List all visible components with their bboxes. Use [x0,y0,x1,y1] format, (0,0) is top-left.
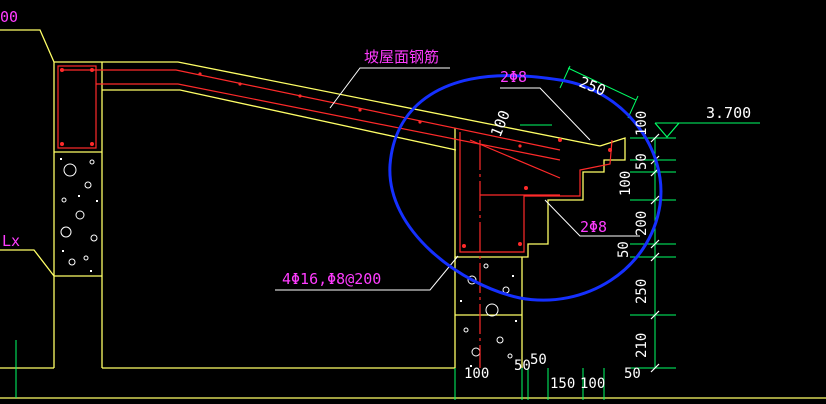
lx-leader [0,249,55,277]
dim-right-50-bottom: 50 [624,366,641,382]
beam-label: Lx [2,232,20,250]
dim-bottom-50-b: 50 [530,352,547,368]
top-left-fragment: 00 [0,8,18,26]
roof-rebar-note: 坡屋面钢筋 [364,48,439,66]
dim-slab-100: 100 [487,108,514,140]
rebar-top-leader [500,87,591,141]
dim-right-50-lower: 50 [616,241,632,258]
slab-top-rebar [60,69,561,151]
dim-bottom-100: 100 [464,366,489,382]
dim-bottom-150: 150 [550,376,575,392]
slab-bottom-rebar [96,83,561,161]
rebar-main-label: 4Φ16,Φ8@200 [282,270,381,288]
dim-right-210: 210 [634,333,650,358]
dim-right-100: 100 [634,111,650,136]
rebar-group [57,65,613,368]
rebar-right-label: 2Φ8 [580,218,607,236]
hatch-dots [60,158,517,367]
eave-stirrup [459,132,613,253]
dim-bottom-50-a: 50 [514,358,531,374]
roof-note-leader [329,67,450,109]
left-column-stirrup [57,65,97,149]
rebar-main-leader [275,255,459,291]
highlight-loop [388,74,663,302]
roof-slab-bottom [102,89,457,151]
rebar-top-label: 2Φ8 [500,68,527,86]
rebar-dots [60,68,612,248]
elevation-marker [654,122,680,138]
elevation-label: 3.700 [706,104,751,122]
leader-lines [275,67,640,291]
dim-bottom-100-b: 100 [580,376,605,392]
rebar-right-leader [544,199,640,237]
dim-right-200: 200 [634,211,650,236]
dimension-lines [15,65,760,400]
roof-slab-top [54,61,601,147]
dim-right-100-mid: 100 [618,171,634,196]
concrete-hatch [60,159,513,359]
dimension-ticks [650,133,660,373]
eave-profile [454,128,626,258]
eave-diagonal-bar [469,139,561,179]
dim-right-250: 250 [634,279,650,304]
dim-right-50-upper: 50 [634,153,650,170]
left-column-outline [0,29,55,368]
structure-outline [0,29,826,399]
